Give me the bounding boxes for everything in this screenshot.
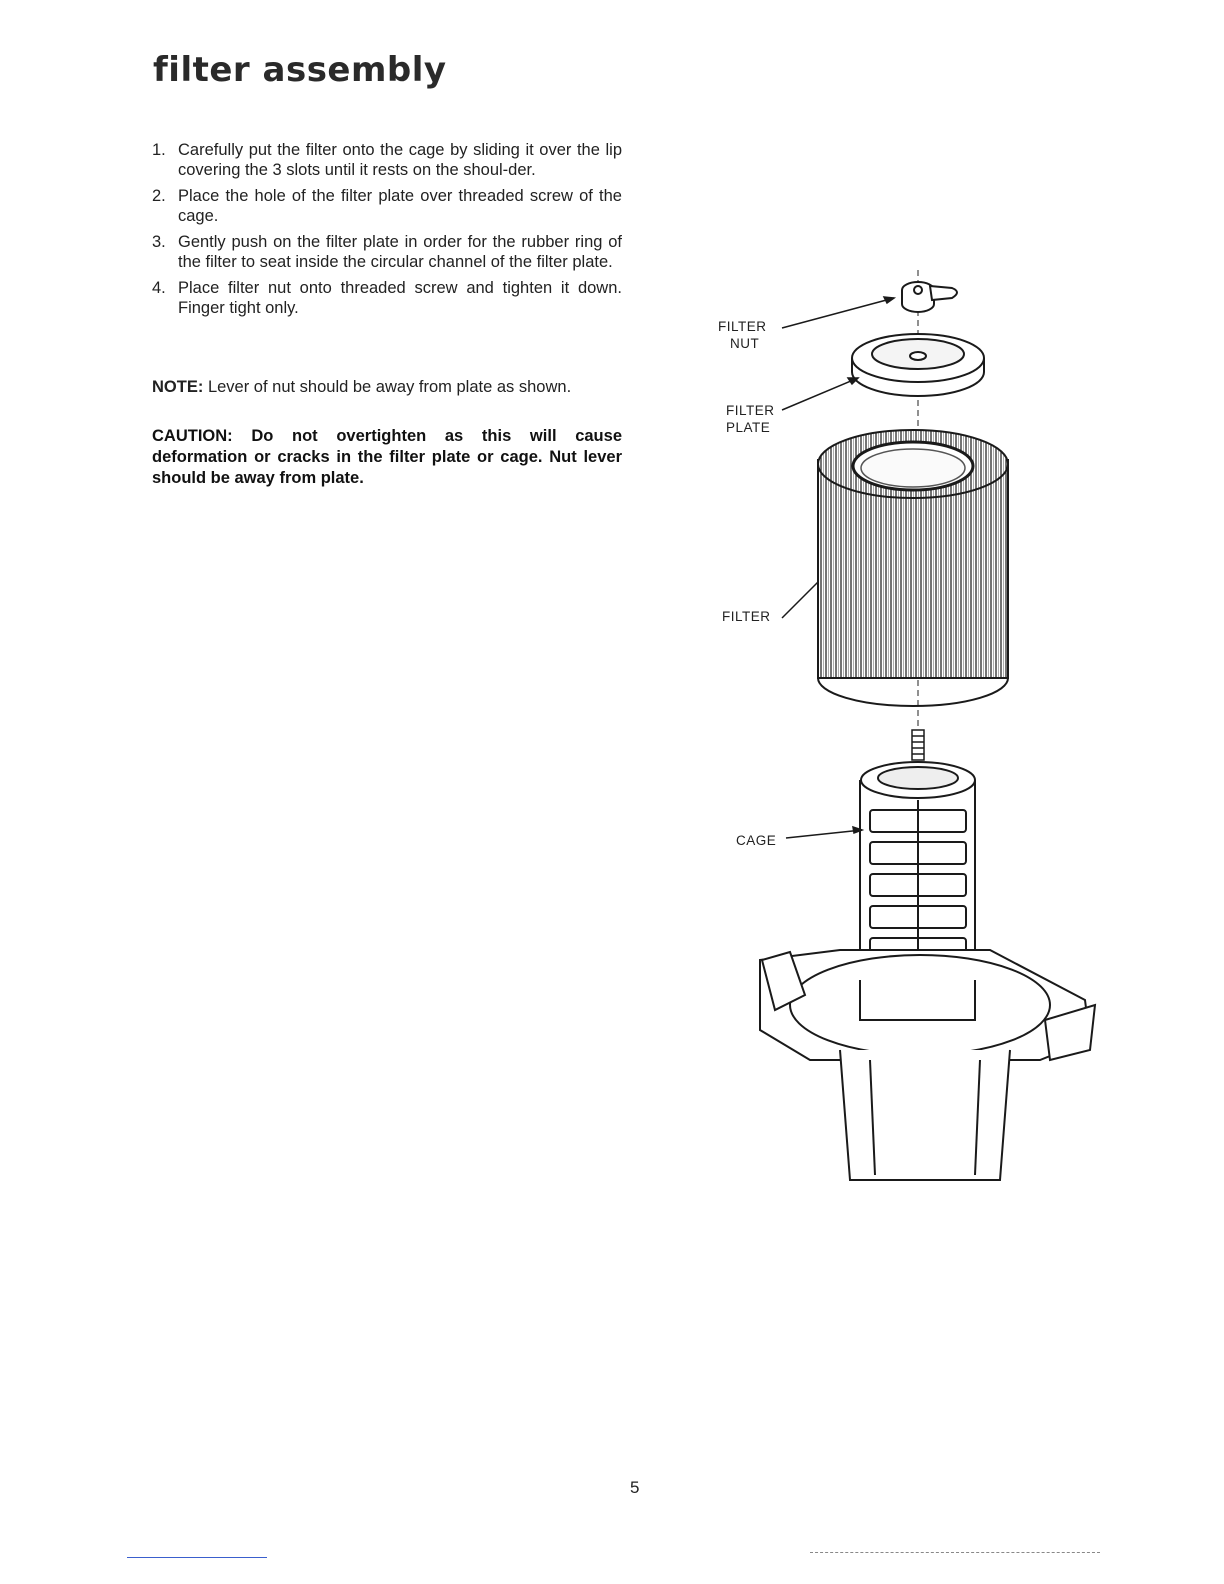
- cage-part: [859, 761, 976, 981]
- note-text: Lever of nut should be away from plate a…: [207, 378, 572, 396]
- step-number: 2.: [152, 187, 166, 205]
- filter-plate-label-line2: PLATE: [726, 420, 771, 435]
- page-title: filter assembly: [153, 50, 447, 90]
- footer-dashed-line: [810, 1552, 1100, 1553]
- step-number: 1.: [152, 141, 166, 159]
- step-number: 3.: [152, 233, 166, 251]
- step-item: 1. Carefully put the filter onto the cage…: [152, 140, 622, 180]
- step-text: Carefully put the filter onto the cage b…: [178, 141, 622, 179]
- page-number: 5: [630, 1478, 640, 1497]
- footer-link-line: [127, 1557, 267, 1558]
- step-item: 4. Place filter nut onto threaded screw a…: [152, 278, 622, 318]
- assembly-illustration: [759, 270, 1097, 1181]
- filter-part: [817, 429, 1009, 707]
- step-text: Gently push on the filter plate in order…: [178, 233, 622, 271]
- filter-nut-part: [901, 281, 958, 313]
- filter-assembly-diagram: FILTER NUT FILTER PLATE FILTER CAGE: [690, 260, 1110, 1220]
- cage-label: CAGE: [736, 833, 777, 848]
- step-item: 3. Gently push on the filter plate in ord…: [152, 232, 622, 272]
- step-item: 2. Place the hole of the filter plate ove…: [152, 186, 622, 226]
- step-number: 4.: [152, 279, 166, 297]
- step-text: Place the hole of the filter plate over …: [178, 187, 622, 225]
- filter-plate-part: [851, 333, 985, 397]
- cage-base-part: [759, 949, 1097, 1181]
- filter-nut-label-line1: FILTER: [718, 319, 767, 334]
- step-text: Place filter nut onto threaded screw and…: [178, 279, 622, 317]
- note-label: NOTE:: [152, 378, 204, 396]
- note-paragraph: NOTE: Lever of nut should be away from p…: [152, 377, 622, 398]
- caution-paragraph: CAUTION: Do not overtighten as this will…: [152, 427, 622, 487]
- instruction-steps: 1. Carefully put the filter onto the cage…: [152, 140, 622, 324]
- leader-lines: [781, 296, 897, 839]
- filter-label: FILTER: [722, 609, 771, 624]
- filter-plate-label-line1: FILTER: [726, 403, 775, 418]
- threaded-screw-part: [911, 729, 925, 761]
- filter-nut-label-line2: NUT: [730, 336, 760, 351]
